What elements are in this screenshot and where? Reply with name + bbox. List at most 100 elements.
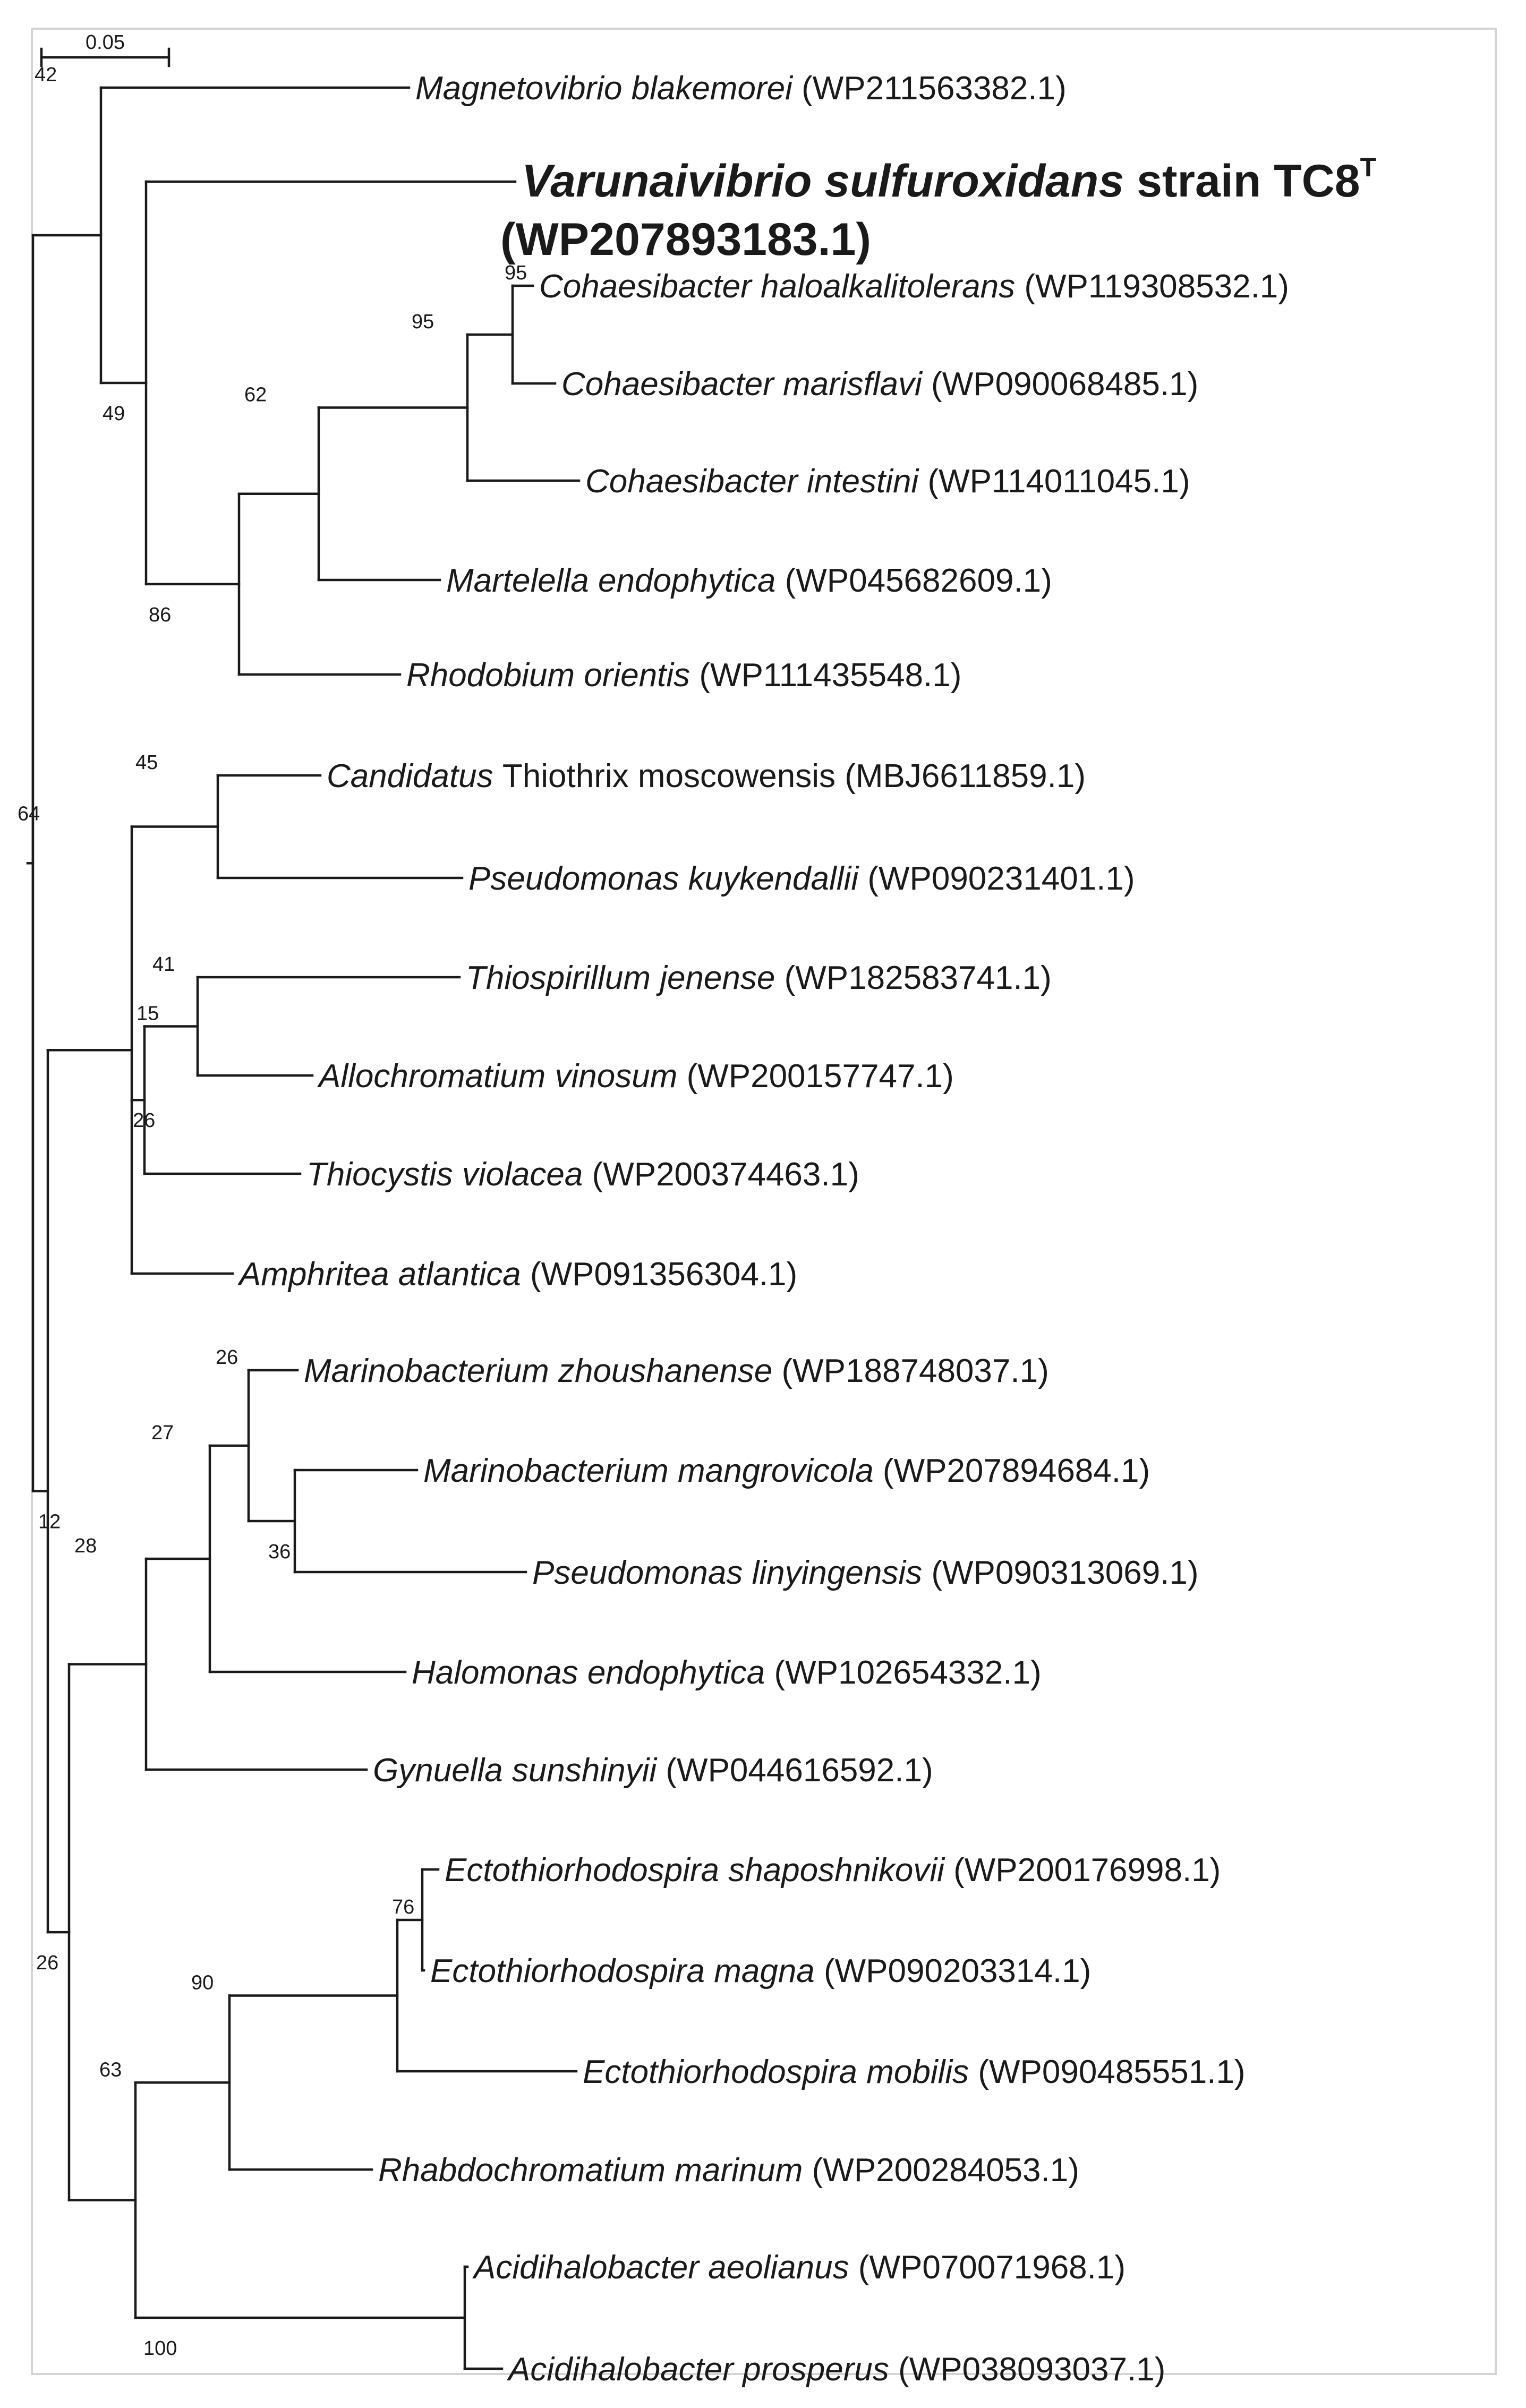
leaf-accession: (WP211563382.1) — [802, 70, 1067, 107]
leaf-label: Allochromatium vinosum (WP200157747.1) — [317, 1058, 954, 1095]
leaf-ectothiorhodospira-magna: Ectothiorhodospira magna (WP090203314.1) — [430, 1953, 1091, 1989]
leaf-species: Halomonas endophytica — [412, 1654, 774, 1691]
leaf-label: Marinobacterium zhoushanense (WP18874803… — [304, 1353, 1049, 1389]
leaf-species: Ectothiorhodospira magna — [430, 1953, 824, 1989]
bootstrap-value: 15 — [137, 1003, 159, 1025]
leaf-label: Acidihalobacter aeolianus (WP070071968.1… — [472, 2249, 1126, 2286]
leaf-thiocystis: Thiocystis violacea (WP200374463.1) — [306, 1156, 859, 1193]
leaf-rhabdochromatium: Rhabdochromatium marinum (WP200284053.1) — [378, 2152, 1079, 2189]
bootstrap-value: 42 — [35, 64, 57, 86]
bootstrap-value: 62 — [244, 384, 267, 406]
leaf-species: Rhodobium orientis — [406, 657, 699, 694]
bootstrap-value: 90 — [191, 1972, 214, 1994]
leaf-species: Thiocystis violacea — [306, 1156, 592, 1193]
leaf-accession: (WP114011045.1) — [927, 463, 1190, 500]
leaf-species: Allochromatium vinosum — [317, 1058, 687, 1095]
leaf-label: Varunaivibrio sulfuroxidans strain TC8T — [522, 152, 1376, 207]
leaf-species: Pseudomonas kuykendallii — [468, 860, 867, 897]
leaf-label: Magnetovibrio blakemorei (WP211563382.1) — [415, 70, 1067, 107]
bootstrap-value: 41 — [152, 953, 175, 976]
leaf-species: Acidihalobacter aeolianus — [472, 2249, 858, 2286]
leaf-label: Martelella endophytica (WP045682609.1) — [446, 562, 1052, 599]
leaf-accession: (WP111435548.1) — [699, 657, 961, 694]
leaf-label: Pseudomonas kuykendallii (WP090231401.1) — [468, 860, 1135, 897]
bootstrap-value: 100 — [143, 2337, 177, 2360]
leaf-label: Ectothiorhodospira mobilis (WP090485551.… — [583, 2054, 1246, 2090]
leaf-accession: (WP200176998.1) — [953, 1852, 1221, 1889]
leaf-accession: (WP090203314.1) — [824, 1953, 1091, 1989]
leaf-gynuella: Gynuella sunshinyii (WP044616592.1) — [373, 1752, 933, 1789]
bootstrap-value: 26 — [36, 1952, 58, 1974]
leaf-varunaivibrio: Varunaivibrio sulfuroxidans strain TC8T (… — [500, 152, 1376, 265]
leaf-label: Thiospirillum jenense (WP182583741.1) — [466, 960, 1052, 996]
leaf-thiospirillum: Thiospirillum jenense (WP182583741.1) — [466, 960, 1052, 996]
leaf-accession: (WP207893183.1) — [500, 214, 871, 265]
leaf-prefix: Candidatus — [327, 758, 502, 795]
leaf-label: Halomonas endophytica (WP102654332.1) — [412, 1654, 1042, 1691]
bootstrap-value: 76 — [392, 1896, 414, 1918]
bootstrap-value: 95 — [412, 311, 434, 333]
leaf-accession: (WP119308532.1) — [1024, 268, 1289, 305]
leaf-label: Thiocystis violacea (WP200374463.1) — [306, 1156, 859, 1193]
leaf-accession: (WP090485551.1) — [978, 2054, 1245, 2090]
leaf-species: Cohaesibacter marisflavi — [561, 366, 931, 403]
scale-bar: 0.05 — [40, 31, 170, 67]
leaf-species: Martelella endophytica — [446, 562, 785, 599]
leaf-accession: (WP070071968.1) — [858, 2249, 1126, 2286]
bootstrap-value: 64 — [18, 803, 40, 825]
bootstrap-value: 86 — [149, 604, 171, 626]
leaf-label: Marinobacterium mangrovicola (WP20789468… — [423, 1453, 1150, 1489]
leaf-accession: (WP038093037.1) — [898, 2351, 1165, 2388]
leaf-species: Thiothrix moscowensis — [502, 758, 845, 795]
leaf-allochromatium: Allochromatium vinosum (WP200157747.1) — [317, 1058, 954, 1095]
figure-frame — [31, 28, 1497, 2375]
bootstrap-value: 36 — [268, 1541, 291, 1563]
leaf-ectothiorhodospira-mobilis: Ectothiorhodospira mobilis (WP090485551.… — [583, 2054, 1246, 2090]
leaf-species: Pseudomonas linyingensis — [532, 1555, 931, 1591]
scale-bar-label: 0.05 — [86, 31, 125, 54]
leaf-accession: (WP200284053.1) — [812, 2152, 1079, 2189]
leaf-pseudomonas-linyingensis: Pseudomonas linyingensis (WP090313069.1) — [532, 1555, 1199, 1591]
leaf-species: Marinobacterium mangrovicola — [423, 1453, 883, 1489]
leaf-species: Rhabdochromatium marinum — [378, 2152, 812, 2189]
leaf-accession: (WP044616592.1) — [666, 1752, 933, 1789]
leaf-strain: strain TC8 — [1137, 156, 1360, 207]
leaf-label: Rhodobium orientis (WP111435548.1) — [406, 657, 961, 694]
leaf-amphritea: Amphritea atlantica (WP091356304.1) — [237, 1256, 797, 1293]
leaf-species: Magnetovibrio blakemorei — [415, 70, 802, 107]
leaf-ectothiorhodospira-shaposhnikovii: Ectothiorhodospira shaposhnikovii (WP200… — [445, 1852, 1221, 1889]
leaf-species: Cohaesibacter haloalkalitolerans — [539, 268, 1024, 305]
leaf-species: Gynuella sunshinyii — [373, 1752, 666, 1789]
leaf-label: Ectothiorhodospira shaposhnikovii (WP200… — [445, 1852, 1221, 1889]
leaf-marinobacterium-mangrovicola: Marinobacterium mangrovicola (WP20789468… — [423, 1453, 1150, 1489]
leaf-species: Thiospirillum jenense — [466, 960, 785, 996]
bootstrap-value: 45 — [135, 752, 158, 774]
leaf-martelella: Martelella endophytica (WP045682609.1) — [446, 562, 1052, 599]
leaf-label: Acidihalobacter prosperus (WP038093037.1… — [506, 2351, 1165, 2388]
leaf-accession: (WP188748037.1) — [782, 1353, 1049, 1389]
bootstrap-value: 27 — [151, 1422, 174, 1444]
bootstrap-value: 26 — [133, 1109, 155, 1132]
leaf-label: Ectothiorhodospira magna (WP090203314.1) — [430, 1953, 1091, 1989]
bootstrap-values: 9595628649424541156436262728769010063261… — [18, 64, 527, 2360]
leaf-rhodobium: Rhodobium orientis (WP111435548.1) — [406, 657, 961, 694]
leaf-accession: (WP200374463.1) — [592, 1156, 859, 1193]
leaf-label: Amphritea atlantica (WP091356304.1) — [237, 1256, 797, 1293]
tree-branches — [26, 86, 581, 2370]
leaf-accession: (WP090068485.1) — [931, 366, 1198, 403]
leaf-species: Amphritea atlantica — [237, 1256, 530, 1293]
bootstrap-value: 26 — [216, 1346, 238, 1369]
leaf-species: Cohaesibacter intestini — [585, 463, 927, 500]
leaf-accession: (WP090313069.1) — [931, 1555, 1198, 1591]
bootstrap-value: 95 — [505, 262, 527, 284]
leaf-label: Pseudomonas linyingensis (WP090313069.1) — [532, 1555, 1199, 1591]
leaf-marinobacterium-zhoushanense: Marinobacterium zhoushanense (WP18874803… — [304, 1353, 1049, 1389]
leaf-label: Gynuella sunshinyii (WP044616592.1) — [373, 1752, 933, 1789]
leaf-species: Ectothiorhodospira mobilis — [583, 2054, 978, 2090]
leaf-accession: (WP045682609.1) — [785, 562, 1052, 599]
leaf-accession: (WP182583741.1) — [785, 960, 1052, 996]
leaf-accession: (WP200157747.1) — [687, 1058, 954, 1095]
leaf-label: Cohaesibacter haloalkalitolerans (WP1193… — [539, 268, 1289, 305]
leaf-species: Varunaivibrio sulfuroxidans — [522, 156, 1137, 207]
